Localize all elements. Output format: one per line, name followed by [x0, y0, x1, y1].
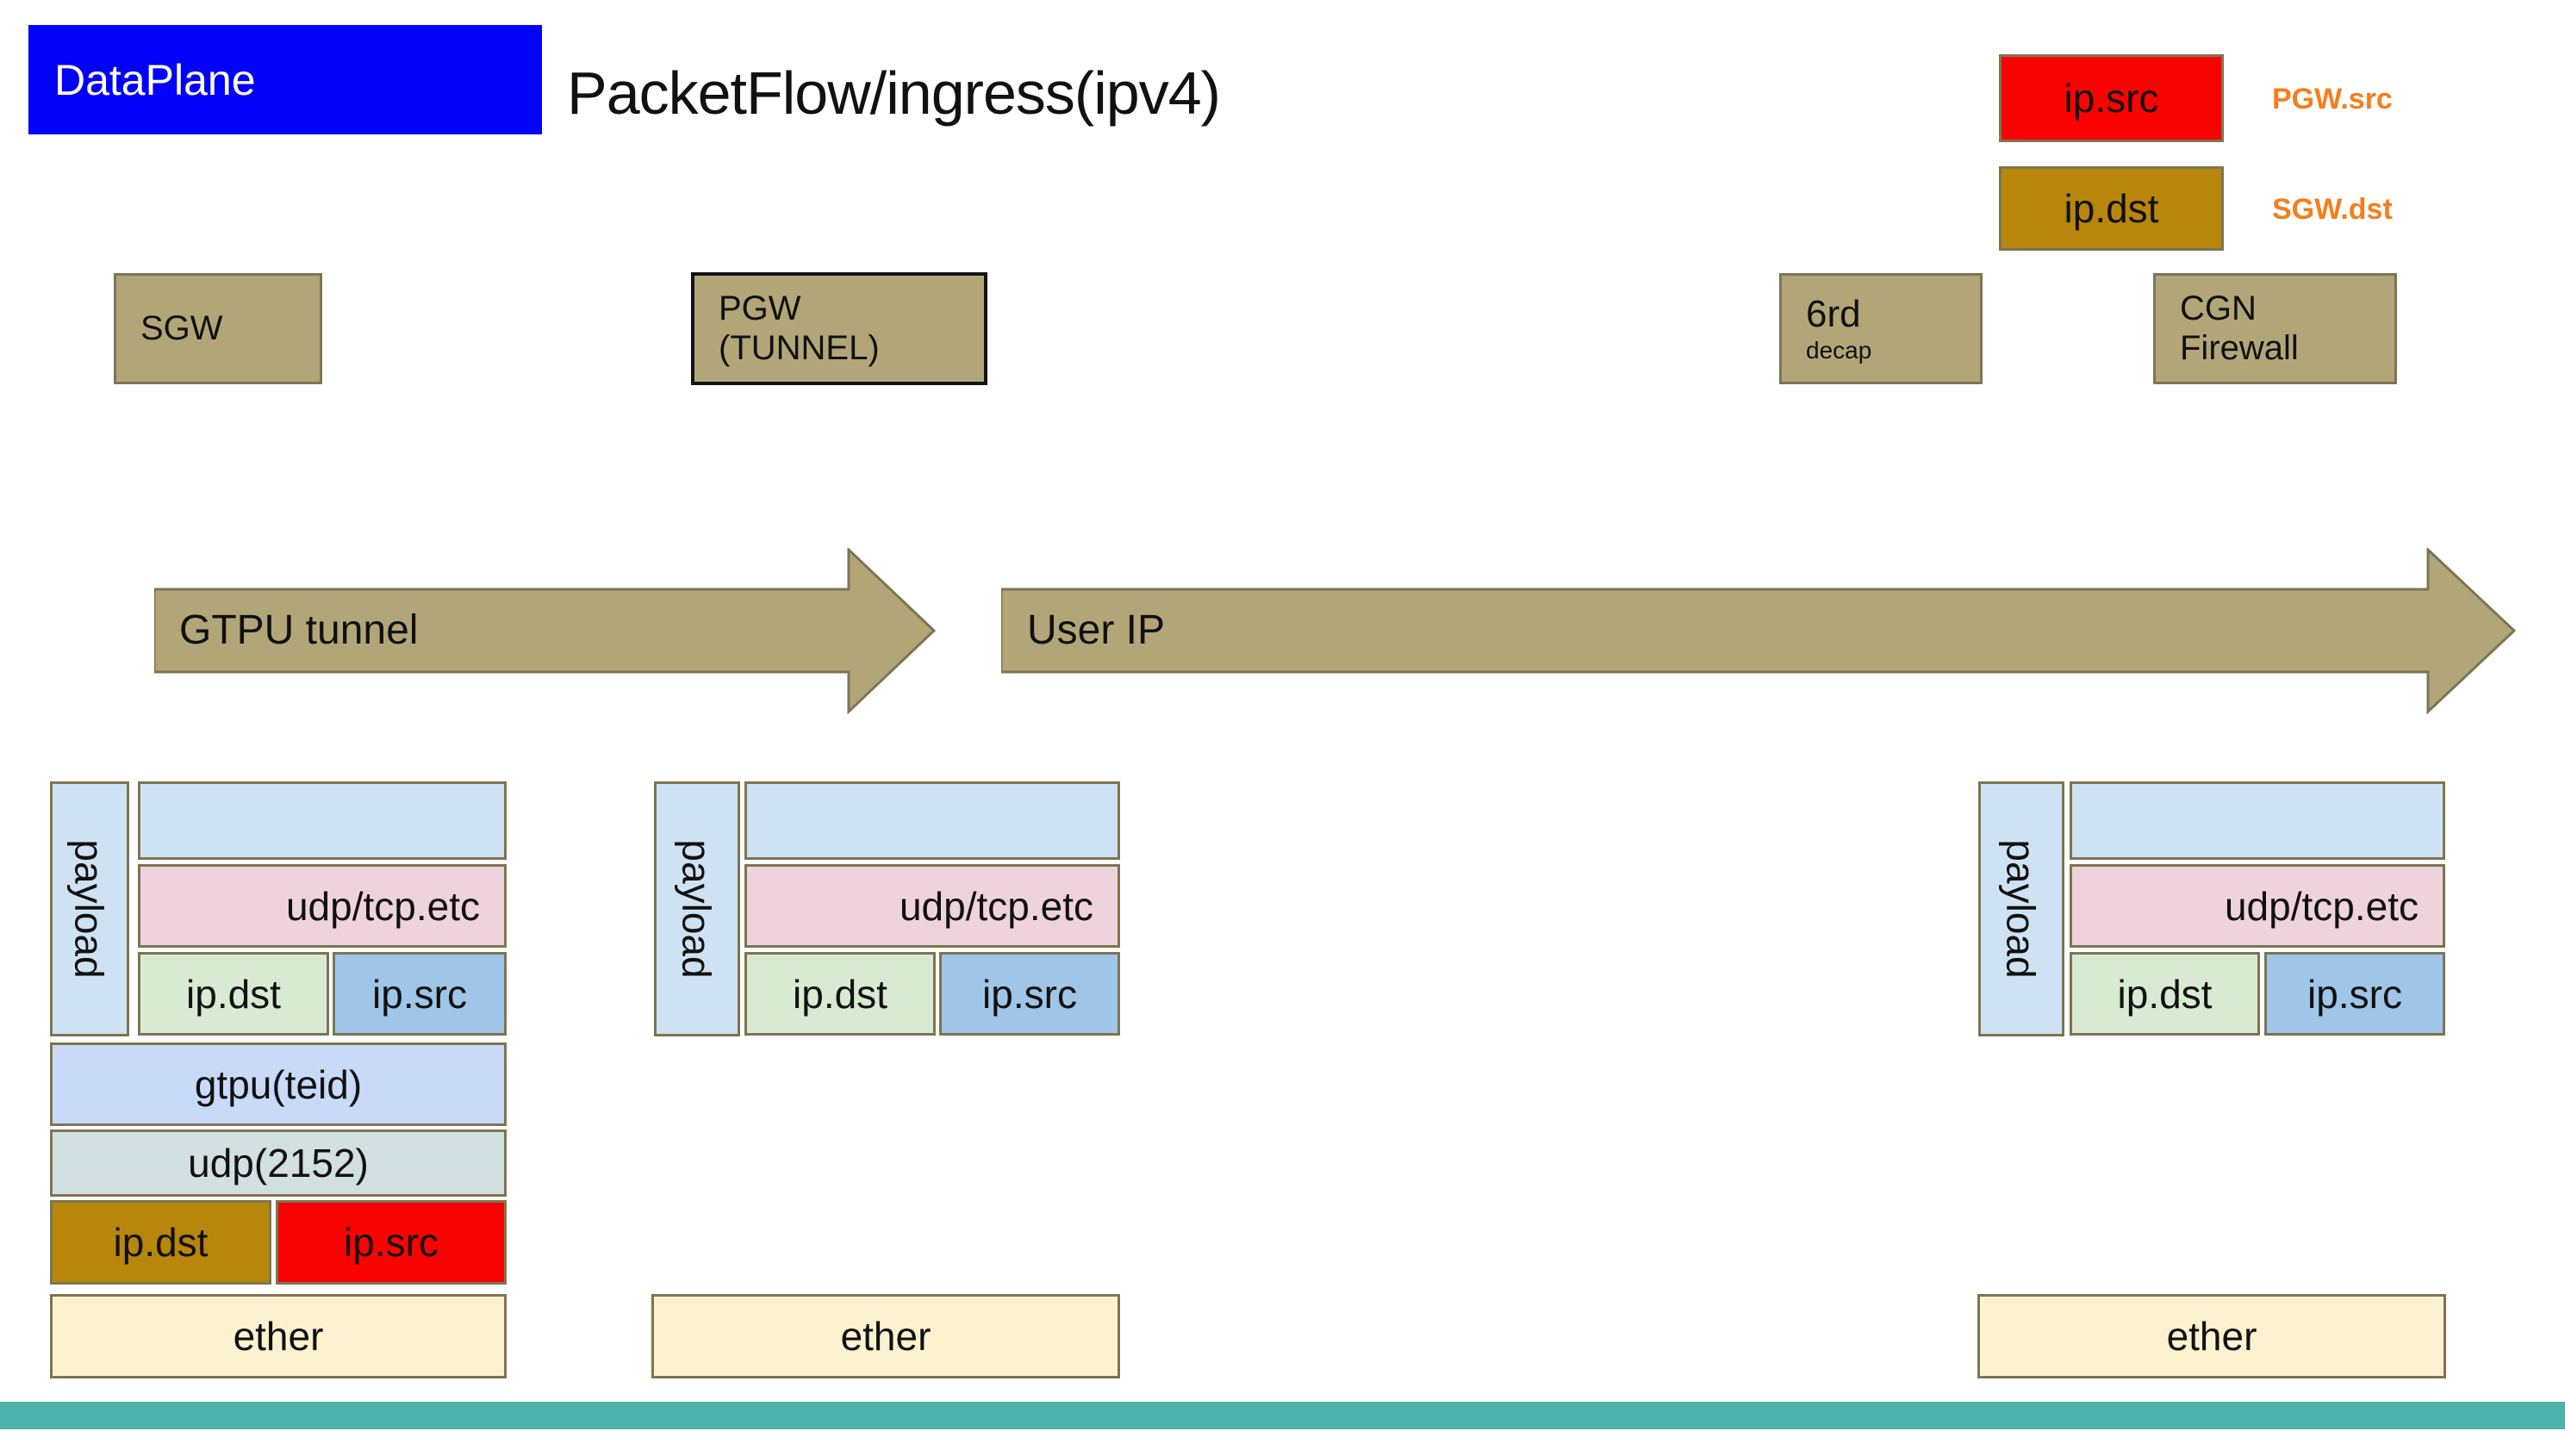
stack-left-outer-ip-src-label: ip.src [344, 1220, 439, 1265]
stack-left-outer-ip-dst-box: ip.dst [50, 1200, 271, 1285]
stack-left-ip-src-box: ip.src [333, 952, 507, 1036]
legend-ip-src-label: ip.src [2064, 76, 2159, 121]
legend-pgw-src-note: PGW.src [2272, 83, 2393, 115]
node-sgw: SGW [114, 273, 322, 384]
stack-left-transport-label: udp/tcp.etc [285, 883, 480, 929]
stack-middle-ip-dst-box: ip.dst [744, 952, 936, 1036]
node-sgw-label: SGW [140, 308, 223, 347]
stack-right-ether-label: ether [2166, 1314, 2257, 1359]
stack-middle-ether-box: ether [651, 1294, 1120, 1378]
stack-left-udp2152-box: udp(2152) [50, 1129, 507, 1197]
stack-middle-payload-label: payload [675, 839, 720, 979]
gtpu-tunnel-arrow-shape [154, 548, 937, 714]
stack-middle-ether-label: ether [840, 1314, 931, 1359]
stack-left-ether-box: ether [50, 1294, 507, 1378]
dataplane-badge-label: DataPlane [54, 55, 256, 104]
stack-right-app-box [2070, 781, 2445, 860]
stack-middle-transport-label: udp/tcp.etc [899, 883, 1093, 929]
stack-left-ip-dst-label: ip.dst [186, 971, 281, 1017]
stack-right-transport-label: udp/tcp.etc [2224, 883, 2419, 929]
stack-right-transport-box: udp/tcp.etc [2070, 864, 2445, 948]
stack-middle-ip-src-box: ip.src [939, 952, 1120, 1036]
node-cgn-label-line1: CGN [2180, 289, 2257, 327]
legend-ip-dst-box: ip.dst [1999, 166, 2224, 251]
stack-left-ip-dst-box: ip.dst [138, 952, 329, 1036]
node-6rd-label-line2: decap [1806, 336, 1872, 364]
node-6rd-decap: 6rd decap [1779, 273, 1983, 384]
node-cgn-label-line2: Firewall [2180, 328, 2299, 367]
gtpu-tunnel-arrow-label: GTPU tunnel [179, 607, 419, 653]
legend-ip-dst-label: ip.dst [2064, 186, 2159, 231]
dataplane-badge: DataPlane [28, 25, 542, 134]
stack-left-payload-column: payload [50, 781, 129, 1036]
stack-left-outer-ip-src-box: ip.src [276, 1200, 507, 1285]
stack-left-ether-label: ether [233, 1314, 324, 1359]
stack-right-ip-dst-label: ip.dst [2117, 971, 2213, 1017]
node-pgw-label-line2: (TUNNEL) [719, 328, 880, 367]
stack-left-udp2152-label: udp(2152) [188, 1141, 369, 1185]
user-ip-arrow-label: User IP [1027, 607, 1166, 653]
stack-right-payload-column: payload [1978, 781, 2064, 1036]
legend-sgw-dst-note: SGW.dst [2272, 193, 2393, 226]
page-title: PacketFlow/ingress(ipv4) [567, 59, 1221, 127]
stack-left-app-box [138, 781, 507, 860]
footer-accent-bar [0, 1402, 2565, 1429]
stack-middle-payload-column: payload [654, 781, 740, 1036]
stack-left-gtpu-label: gtpu(teid) [194, 1061, 363, 1107]
stack-left-transport-box: udp/tcp.etc [138, 864, 507, 948]
stack-middle-transport-box: udp/tcp.etc [744, 864, 1120, 948]
node-cgn-firewall: CGN Firewall [2153, 273, 2397, 384]
stack-right-payload-label: payload [1999, 839, 2045, 979]
stack-right-ip-src-box: ip.src [2264, 952, 2445, 1036]
node-pgw-label-line1: PGW [719, 289, 801, 327]
stack-middle-ip-dst-label: ip.dst [793, 971, 887, 1017]
stack-right-ip-src-label: ip.src [2307, 971, 2402, 1017]
stack-right-ether-box: ether [1977, 1294, 2446, 1378]
node-6rd-label-line1: 6rd [1806, 293, 1861, 336]
stack-left-outer-ip-dst-label: ip.dst [113, 1220, 209, 1265]
stack-right-ip-dst-box: ip.dst [2070, 952, 2260, 1036]
stack-left-payload-label: payload [67, 839, 113, 979]
node-pgw-tunnel: PGW (TUNNEL) [691, 272, 987, 385]
stack-left-ip-src-label: ip.src [372, 971, 467, 1017]
stack-left-gtpu-box: gtpu(teid) [50, 1042, 507, 1126]
legend-ip-src-box: ip.src [1999, 54, 2224, 142]
stack-middle-ip-src-label: ip.src [982, 971, 1077, 1017]
stack-middle-app-box [744, 781, 1120, 860]
user-ip-arrow-shape [1001, 548, 2517, 714]
